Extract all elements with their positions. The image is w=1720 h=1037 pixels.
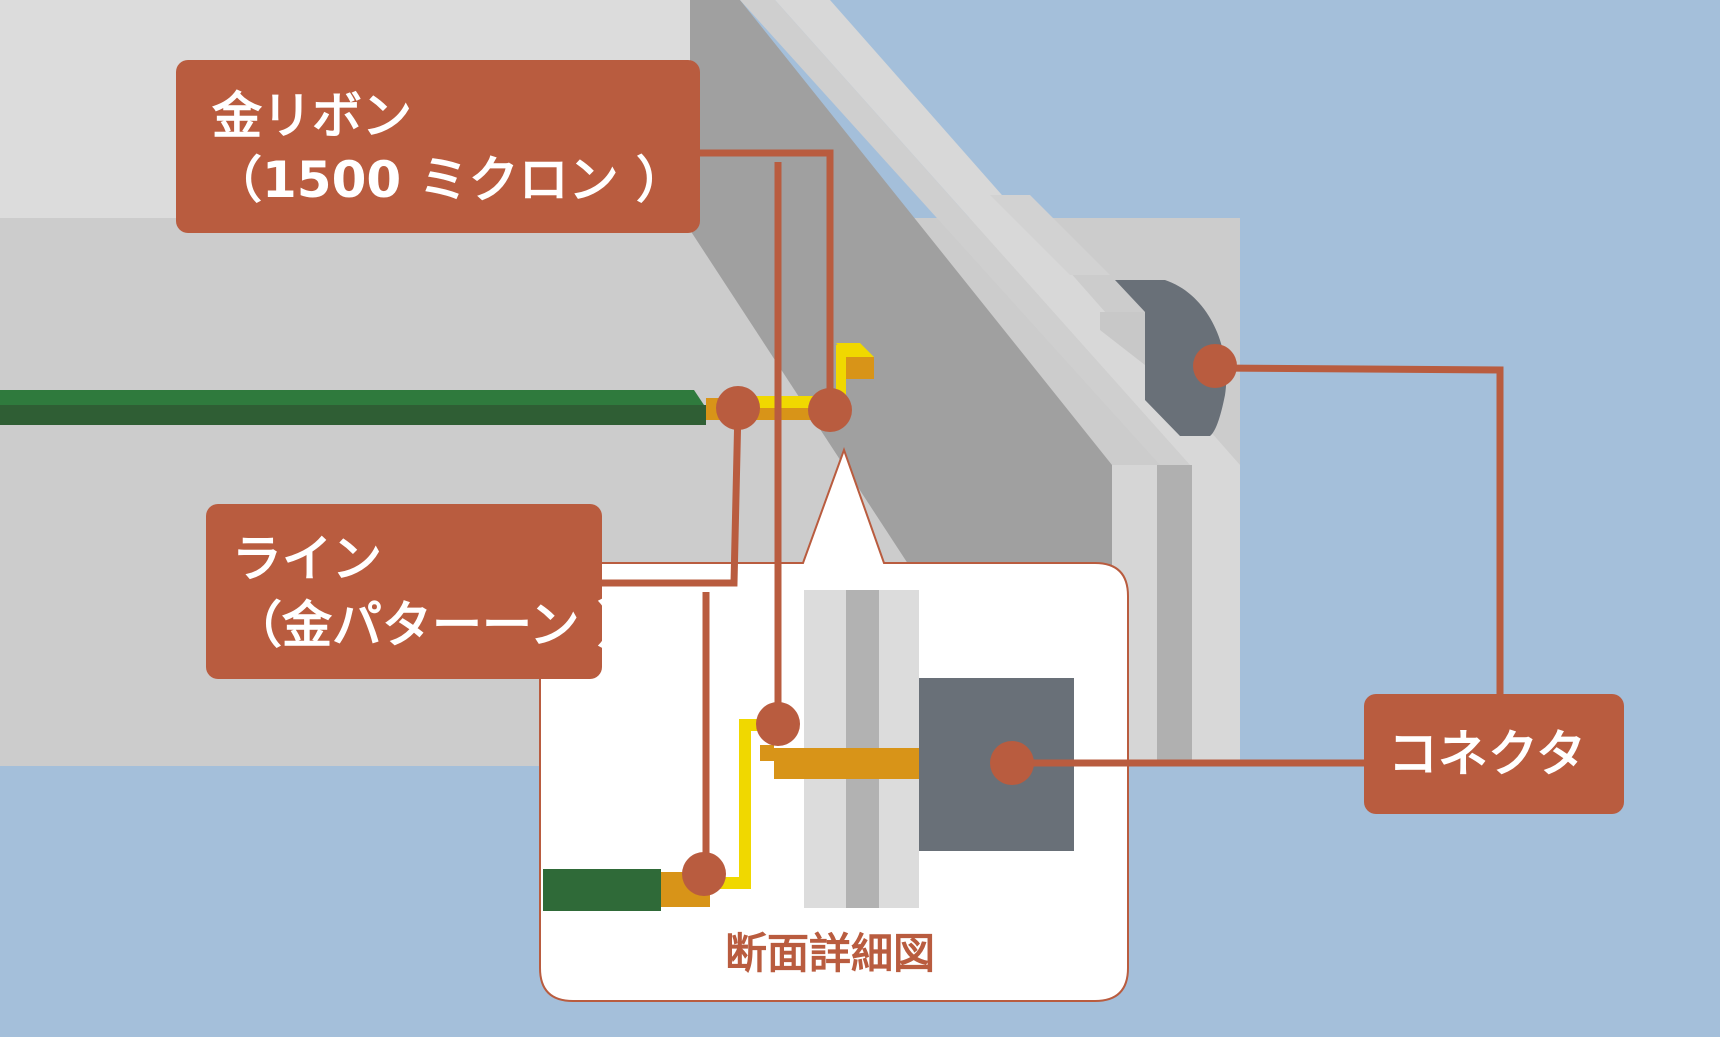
dot-gold-ribbon: [808, 388, 852, 432]
housing-edge-band-3: [1192, 465, 1240, 766]
dot-connector: [1193, 344, 1237, 388]
dot-gold-pattern: [716, 386, 760, 430]
detail-caption: 断面詳細図: [724, 929, 935, 978]
leader-line-main: [602, 407, 742, 587]
connector-cap-seat: [1100, 312, 1145, 365]
detail-substrate: [543, 869, 661, 911]
gold-ribbon-riser: [836, 345, 846, 405]
housing-edge-band-2: [1157, 465, 1192, 766]
substrate-body: [0, 405, 706, 425]
line-label: ライン （金パターーン ）: [206, 504, 647, 679]
dot-detail-pattern: [682, 852, 726, 896]
dot-detail-connector: [990, 741, 1034, 785]
detail-gold-ribbon-stub: [760, 745, 774, 761]
line-label-line1: ライン: [232, 530, 382, 588]
connector-cap: [1115, 280, 1227, 436]
substrate-top: [0, 390, 704, 405]
line-label-line2: （金パターーン ）: [232, 596, 647, 654]
gold-ribbon-label-line1: 金リボン: [212, 87, 412, 145]
gold-ribbon-label: 金リボン （1500 ミクロン ）: [176, 60, 700, 233]
gold-pattern-tab: [846, 357, 874, 379]
leader-ribbon-main: [700, 149, 834, 410]
gold-ribbon-tab: [836, 343, 874, 357]
connector-label: コネクタ: [1364, 694, 1624, 814]
dot-detail-ribbon: [756, 702, 800, 746]
housing-bevel-stripe-2: [775, 0, 1240, 465]
detail-gold-pattern: [774, 748, 919, 779]
gold-ribbon-label-line2: （1500 ミクロン ）: [212, 151, 686, 209]
connector-label-text: コネクタ: [1388, 725, 1586, 783]
housing-bevel-stripe-1: [740, 0, 1190, 465]
leader-lines: [602, 149, 1504, 874]
leader-connector-main: [1214, 364, 1504, 694]
housing-step: [990, 195, 1110, 275]
